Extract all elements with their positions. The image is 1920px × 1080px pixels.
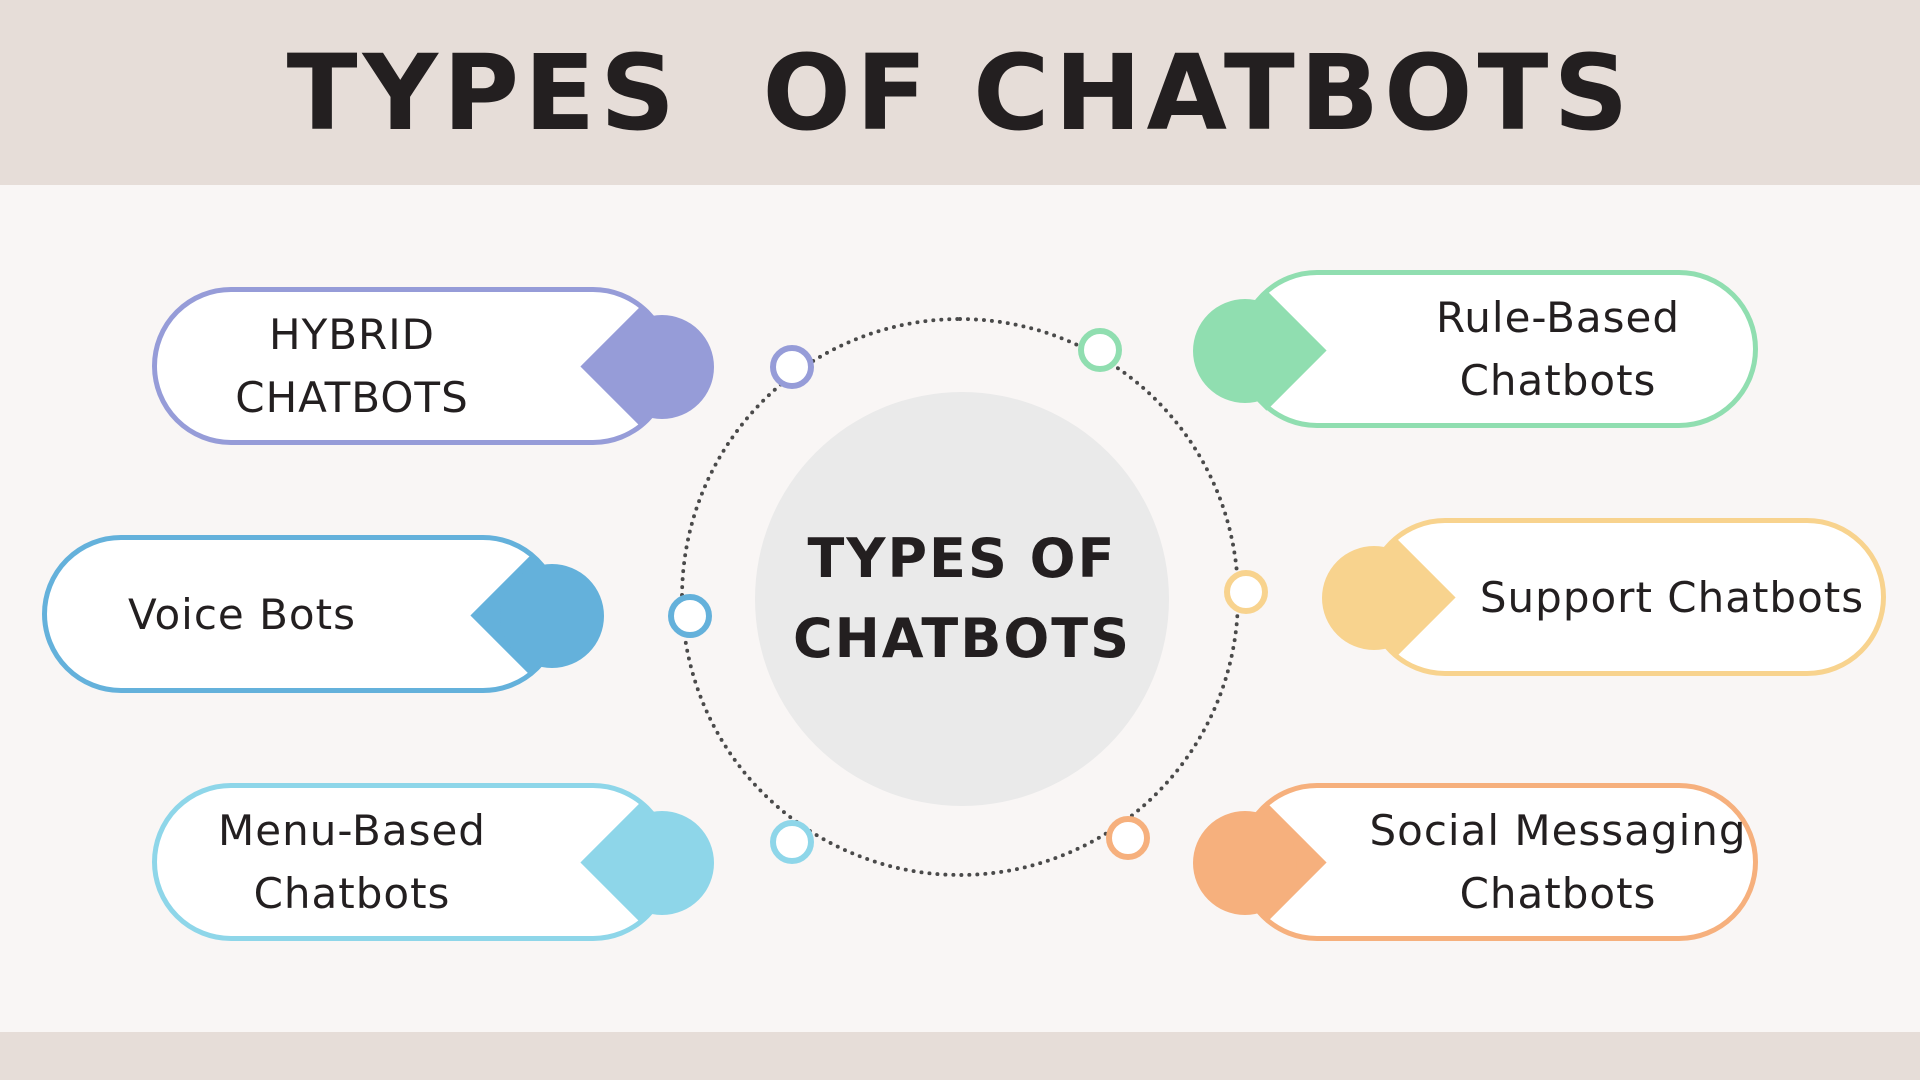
ring-node-social (1106, 816, 1150, 860)
badge-social-icon (1193, 802, 1327, 923)
pill-label-voice: Voice Bots (128, 589, 356, 639)
pill-label-menu: Menu-Based Chatbots (218, 806, 486, 918)
ring-node-support (1224, 570, 1268, 614)
page-title: TYPES OF CHATBOTS (286, 31, 1634, 154)
title-banner: TYPES OF CHATBOTS (0, 0, 1920, 185)
circle-shape (610, 811, 714, 915)
ring-node-menu (770, 820, 814, 864)
circle-shape (1322, 546, 1426, 650)
ring-node-hybrid (770, 345, 814, 389)
pill-label-social: Social Messaging Chatbots (1369, 806, 1747, 918)
circle-shape (500, 564, 604, 668)
badge-menu-icon (580, 802, 714, 923)
footer-band (0, 1032, 1920, 1080)
badge-voice-icon (470, 555, 604, 676)
pill-voice-bots: Voice Bots (42, 535, 562, 693)
badge-support-icon (1322, 537, 1456, 658)
badge-rule-icon (1193, 290, 1327, 411)
badge-hybrid-icon (580, 306, 714, 427)
pill-label-rule: Rule-Based Chatbots (1435, 293, 1680, 405)
circle-shape (610, 315, 714, 419)
pill-label-hybrid: HYBRID CHATBOTS (235, 310, 469, 422)
pill-label-support: Support Chatbots (1479, 572, 1865, 622)
ring-node-rule (1078, 328, 1122, 372)
center-label: TYPES OF CHATBOTS (792, 527, 1132, 670)
ring-node-voice (668, 594, 712, 638)
center-circle: TYPES OF CHATBOTS (755, 392, 1169, 806)
circle-shape (1193, 299, 1297, 403)
circle-shape (1193, 811, 1297, 915)
